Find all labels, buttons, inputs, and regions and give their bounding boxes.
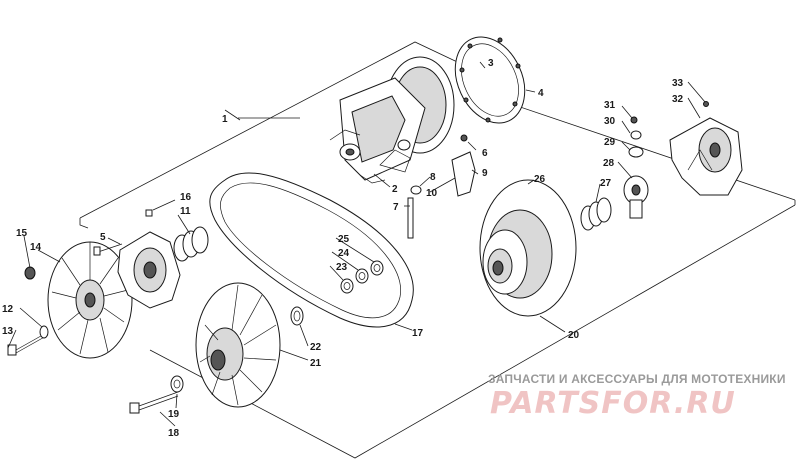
callout-16: 16 (180, 192, 192, 203)
callout-28: 28 (603, 158, 615, 169)
callout-12: 12 (2, 304, 14, 315)
callout-11: 11 (180, 206, 191, 217)
callout-31: 31 (604, 100, 616, 111)
bolt-13 (7, 325, 49, 356)
spring-27 (580, 197, 612, 231)
callout-14: 14 (30, 242, 42, 253)
watermark-caption: ЗАПЧАСТИ И АКСЕССУАРЫ ДЛЯ МОТОТЕХНИКИ (488, 372, 786, 386)
callout-25: 25 (338, 234, 350, 245)
callout-32: 32 (672, 94, 684, 105)
callout-1: 1 (222, 114, 228, 125)
watermark-logo: PARTSFOR.RU (490, 386, 736, 421)
callout-6: 6 (482, 148, 488, 159)
callout-13: 13 (2, 326, 14, 337)
callout-19: 19 (168, 409, 180, 420)
callout-30: 30 (604, 116, 616, 127)
callout-24: 24 (338, 248, 350, 259)
callout-10: 10 (426, 188, 438, 199)
drive-clutch (329, 56, 455, 184)
callout-4: 4 (538, 88, 544, 99)
callout-20: 20 (568, 330, 580, 341)
callout-2: 2 (392, 184, 398, 195)
washers-23-25 (340, 260, 384, 294)
callout-22: 22 (310, 342, 322, 353)
callout-9: 9 (482, 168, 488, 179)
callout-3: 3 (488, 58, 494, 69)
bolt-18 (129, 391, 179, 414)
callout-26: 26 (534, 174, 546, 185)
fan-sheave-14 (47, 241, 133, 359)
callout-labels: 1 2 3 4 5 6 7 8 9 10 11 12 13 14 15 16 1… (2, 58, 684, 439)
cam-32 (669, 101, 743, 196)
nut-15 (24, 266, 36, 280)
callout-33: 33 (672, 78, 684, 89)
callout-leaders (7, 61, 706, 427)
driven-sheave (479, 179, 577, 317)
washer-22 (290, 306, 304, 326)
clutch-cover-plate (454, 36, 526, 124)
spring-11 (173, 226, 209, 262)
callout-18: 18 (168, 428, 180, 439)
callout-15: 15 (16, 228, 28, 239)
callout-29: 29 (604, 137, 616, 148)
callout-17: 17 (412, 328, 424, 339)
helix-parts (623, 116, 649, 219)
drive-belt (209, 172, 414, 328)
washer-19 (170, 375, 184, 393)
callout-5: 5 (100, 232, 106, 243)
spider-plate (93, 209, 181, 309)
callout-27: 27 (600, 178, 612, 189)
callout-8: 8 (430, 172, 436, 183)
callout-7: 7 (393, 202, 399, 213)
movable-sheave-21 (195, 282, 281, 408)
callout-21: 21 (310, 358, 322, 369)
callout-23: 23 (336, 262, 348, 273)
